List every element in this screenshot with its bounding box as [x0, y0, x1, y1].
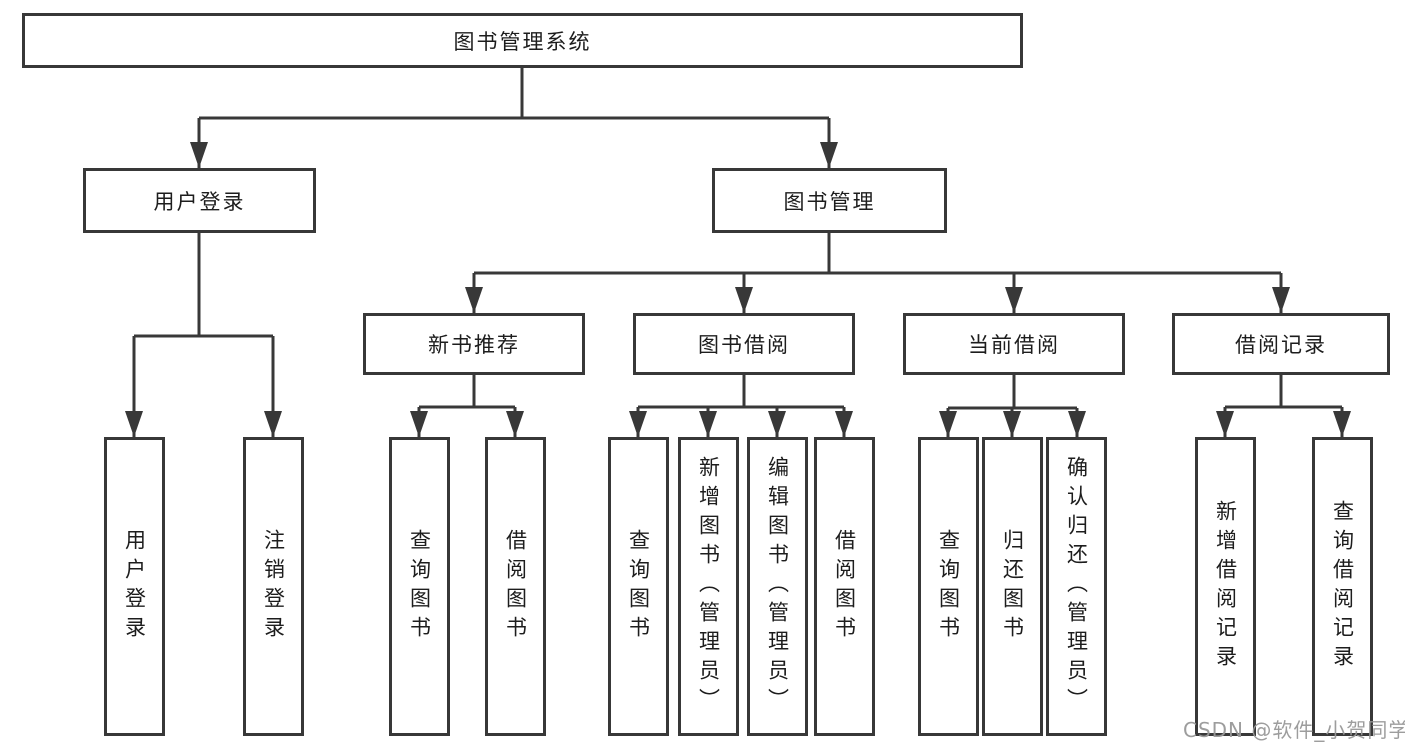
leaf-bb-add-book-admin: 新增图书（管理员） [678, 437, 739, 736]
leaf-nb-borrow-book: 借阅图书 [485, 437, 546, 736]
leaf-cb-confirm-return-admin: 确认归还（管理员） [1046, 437, 1107, 736]
leaf-cb-return-book: 归还图书 [982, 437, 1043, 736]
leaf-logout-label: 注销登录 [261, 528, 286, 645]
node-book-management: 图书管理 [712, 168, 947, 233]
leaf-br-add-record-label: 新增借阅记录 [1213, 499, 1238, 674]
leaf-br-add-record: 新增借阅记录 [1195, 437, 1256, 736]
leaf-nb-query-book: 查询图书 [389, 437, 450, 736]
leaf-cb-return-book-label: 归还图书 [1000, 528, 1025, 645]
node-current-borrow: 当前借阅 [903, 313, 1125, 375]
leaf-br-query-record: 查询借阅记录 [1312, 437, 1373, 736]
node-book-management-label: 图书管理 [783, 189, 876, 214]
leaf-bb-edit-book-admin: 编辑图书（管理员） [747, 437, 808, 736]
leaf-bb-query-book-label: 查询图书 [626, 528, 651, 645]
node-book-borrowing-label: 图书借阅 [698, 333, 790, 357]
leaf-bb-borrow-book: 借阅图书 [814, 437, 875, 736]
leaf-bb-borrow-book-label: 借阅图书 [832, 528, 857, 645]
leaf-bb-edit-book-admin-label: 编辑图书（管理员） [765, 456, 790, 717]
node-borrow-record-label: 借阅记录 [1235, 333, 1327, 357]
leaf-bb-add-book-admin-label: 新增图书（管理员） [696, 456, 721, 717]
leaf-bb-query-book: 查询图书 [608, 437, 669, 736]
csdn-watermark: CSDN @软件_小贺同学 [1183, 718, 1405, 742]
leaf-logout: 注销登录 [243, 437, 304, 736]
node-root-system: 图书管理系统 [22, 13, 1023, 68]
node-current-borrow-label: 当前借阅 [968, 333, 1060, 357]
leaf-br-query-record-label: 查询借阅记录 [1330, 499, 1355, 674]
node-book-borrowing: 图书借阅 [633, 313, 855, 375]
node-root-label: 图书管理系统 [453, 29, 592, 54]
leaf-cb-query-book-label: 查询图书 [936, 528, 961, 645]
leaf-cb-confirm-return-admin-label: 确认归还（管理员） [1064, 456, 1089, 717]
leaf-user-login-label: 用户登录 [122, 528, 147, 645]
node-new-book-recommend: 新书推荐 [363, 313, 585, 375]
node-user-login: 用户登录 [83, 168, 316, 233]
node-borrow-record: 借阅记录 [1172, 313, 1390, 375]
leaf-nb-query-book-label: 查询图书 [407, 528, 432, 645]
node-new-book-recommend-label: 新书推荐 [428, 333, 520, 357]
node-user-login-label: 用户登录 [153, 189, 246, 214]
leaf-cb-query-book: 查询图书 [918, 437, 979, 736]
leaf-nb-borrow-book-label: 借阅图书 [503, 528, 528, 645]
leaf-user-login: 用户登录 [104, 437, 165, 736]
